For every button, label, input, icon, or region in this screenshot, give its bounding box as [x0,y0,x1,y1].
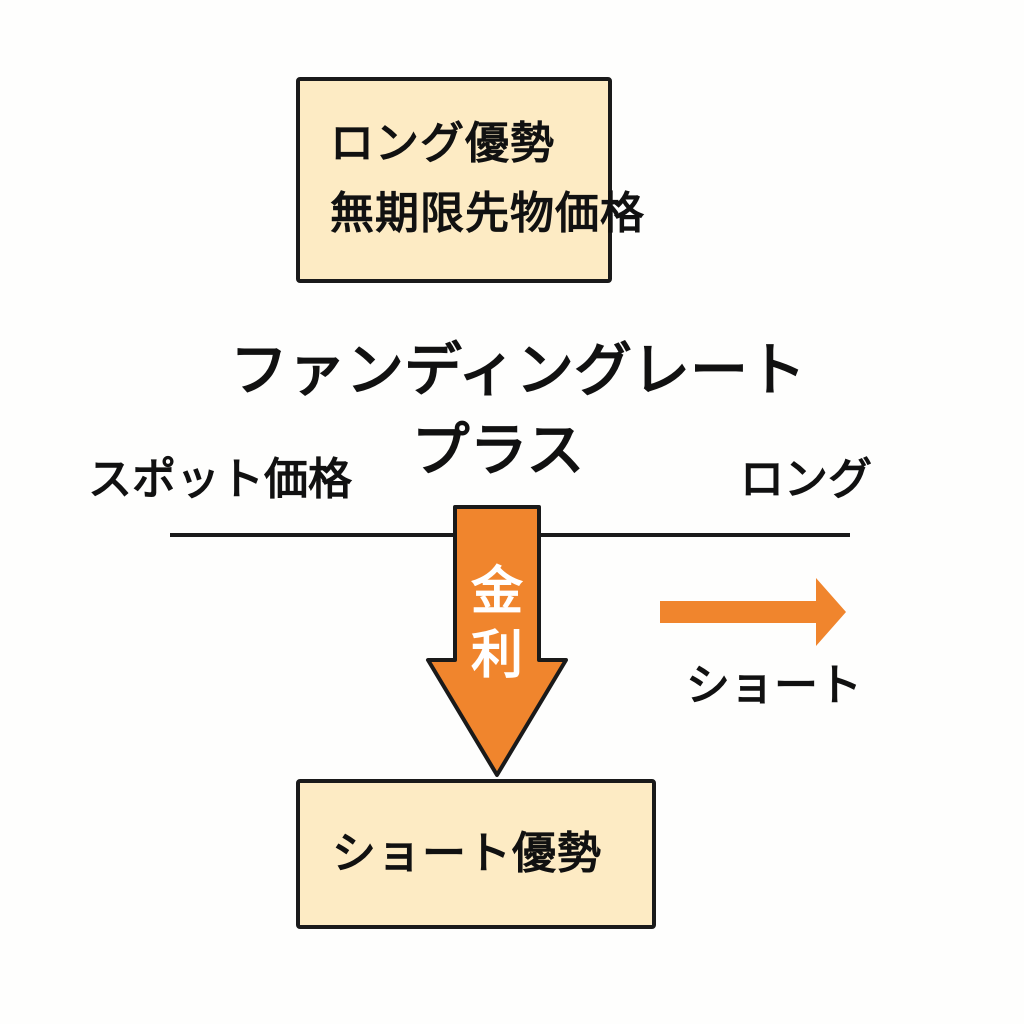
short-dominant-box: ショート優勢 [296,779,656,929]
funding-rate-sign-label: プラス [411,416,585,484]
funding-rate-label: ファンディングレート [230,336,806,404]
short-label: ショート [686,660,862,711]
spot-price-label: スポット価格 [88,454,352,505]
perpetual-futures-price-label: 無期限先物価格 [330,188,645,239]
interest-down-arrow [426,505,568,777]
down-arrow-shape [426,505,568,777]
right-arrow-shape [660,578,846,646]
interest-label: 金 利 [454,560,540,688]
interest-char-2: 利 [470,626,523,686]
funding-rate-title: ファンディングレート プラス [230,330,806,490]
short-direction-arrow [660,578,846,646]
long-dominant-label: ロング優勢 [330,118,555,169]
long-dominant-box: ロング優勢 無期限先物価格 [296,77,645,283]
interest-char-1: 金 [470,562,523,622]
long-label: ロング [740,454,872,505]
short-dominant-label: ショート優勢 [332,828,602,879]
